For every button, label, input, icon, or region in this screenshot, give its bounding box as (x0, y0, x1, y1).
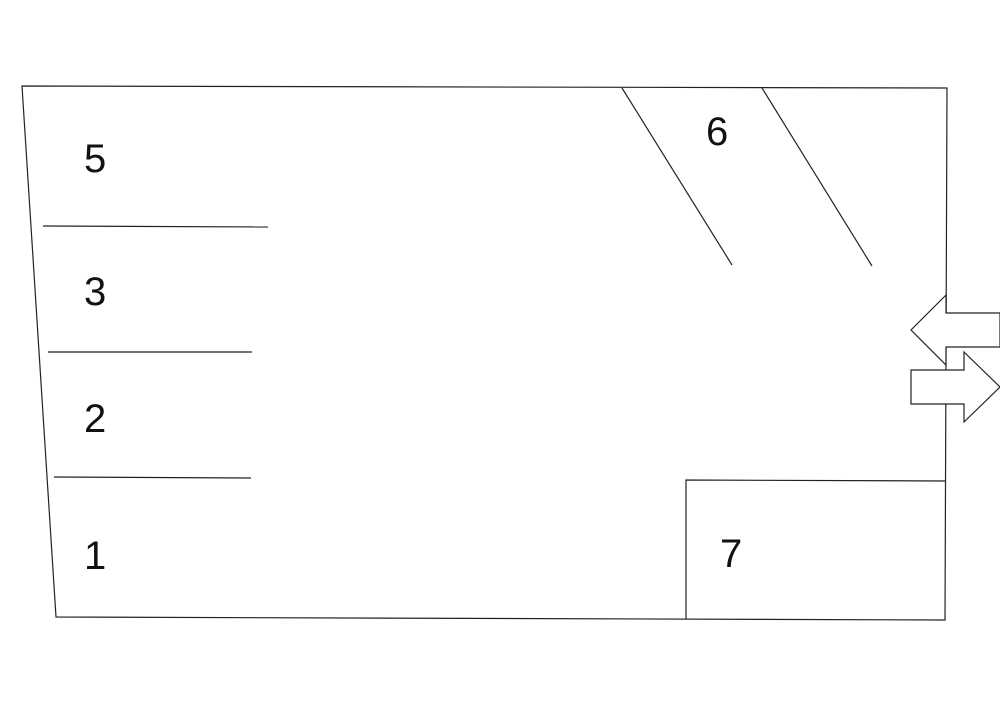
arrow-left-icon (910, 293, 1000, 367)
zone-label-7: 7 (720, 532, 742, 576)
zone-6-line-right (761, 87, 873, 267)
zone-label-2: 2 (84, 397, 106, 441)
zone-label-5: 5 (84, 137, 106, 181)
zone-label-3: 3 (84, 270, 106, 314)
arrow-right-icon (910, 350, 1000, 424)
zone-label-1: 1 (84, 534, 106, 578)
zone-label-6: 6 (706, 110, 728, 154)
plan-outline (21, 85, 948, 621)
zone-7-room (685, 479, 947, 619)
divider-2-1 (53, 476, 252, 479)
zone-6-line-left (621, 87, 733, 266)
divider-5-3 (42, 225, 269, 228)
